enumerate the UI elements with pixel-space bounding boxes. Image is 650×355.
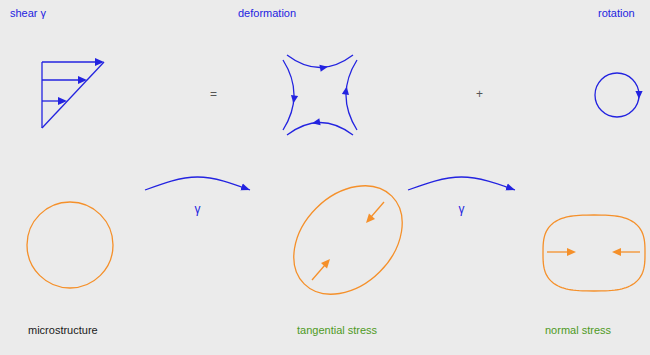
velocity-arrow xyxy=(42,79,81,80)
normal-stress-figure: normal stress xyxy=(515,180,648,341)
figure-drawing xyxy=(5,2,135,137)
rotation-figure: rotation xyxy=(592,2,647,137)
tangential-stress-figure: tangential stress xyxy=(250,180,408,341)
flow-line xyxy=(346,60,357,130)
stress-arrow xyxy=(371,202,384,217)
figure-group xyxy=(27,202,113,288)
figure-drawing xyxy=(250,180,408,341)
edge-label: γ xyxy=(459,203,465,216)
edge-label: γ xyxy=(195,203,201,216)
figure-group xyxy=(42,58,104,128)
microstructure-circle xyxy=(27,202,113,288)
arrowhead xyxy=(319,63,328,72)
arrowhead xyxy=(78,76,87,84)
figure-label: normal stress xyxy=(545,324,611,337)
deformation-figure: deformation xyxy=(232,2,367,142)
arrowhead xyxy=(612,248,621,256)
figure-drawing xyxy=(232,2,367,142)
figure-group xyxy=(595,73,643,117)
arrowhead xyxy=(95,58,104,66)
flow-line xyxy=(283,60,294,130)
arrowhead xyxy=(363,214,375,226)
figure-group xyxy=(543,215,645,291)
arrowhead xyxy=(567,248,576,256)
arrowhead xyxy=(58,97,67,105)
shear-profile xyxy=(42,62,104,128)
normal-ellipse xyxy=(543,215,645,291)
figure-group xyxy=(283,55,357,135)
stress-arrow xyxy=(547,251,568,252)
transform-arrow xyxy=(145,177,250,190)
sheared-ellipse xyxy=(272,164,423,315)
shear-wall xyxy=(41,62,42,128)
transform-arrow xyxy=(408,177,515,190)
microstructure-figure: microstructure xyxy=(20,180,145,341)
figure-label: shear γ xyxy=(10,7,46,20)
arrowhead xyxy=(342,86,350,95)
rotation-circle xyxy=(595,73,639,117)
figure-label: tangential stress xyxy=(297,324,377,337)
stress-arrow xyxy=(312,265,325,280)
figure-label: microstructure xyxy=(28,324,98,337)
figure-drawing xyxy=(592,2,647,137)
figure-label: rotation xyxy=(598,7,635,20)
shear-figure: shear γ xyxy=(5,2,135,137)
operator-sign: + xyxy=(476,88,483,101)
arrowhead xyxy=(321,256,333,268)
figure-drawing xyxy=(20,180,145,341)
figure-drawing xyxy=(515,180,648,341)
figure-group xyxy=(272,164,423,315)
arrowhead xyxy=(311,118,320,127)
velocity-arrow xyxy=(42,61,98,62)
operator-sign: = xyxy=(210,88,217,101)
arrowhead xyxy=(290,95,298,104)
stress-arrow xyxy=(620,251,640,252)
figure-label: deformation xyxy=(238,7,296,20)
arrowhead xyxy=(635,91,642,99)
